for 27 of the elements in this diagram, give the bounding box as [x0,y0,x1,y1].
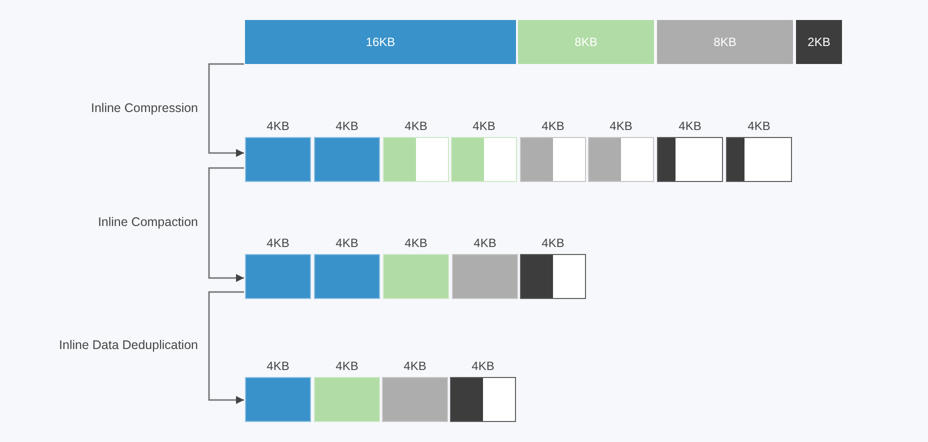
size-label: 4KB [610,119,632,133]
elbow-arrow [208,167,244,282]
size-label: 4KB [336,119,358,133]
size-label: 4KB [678,119,702,133]
size-label: 4KB [266,119,290,133]
size-label: 4KB [404,359,426,373]
edge-label: Inline Compaction [98,215,198,230]
size-label: 4KB [336,236,358,250]
size-label: 16KB [366,35,396,49]
size-label: 4KB [266,359,290,373]
size-label: 8KB [714,35,736,49]
elbow-arrow [208,291,244,404]
size-label: 2KB [808,35,830,49]
size-label: 4KB [542,236,564,250]
size-label: 4KB [472,359,494,373]
size-label: 4KB [266,236,290,250]
size-label: 4KB [472,119,496,133]
elbow-arrow [208,63,244,157]
size-label: 4KB [474,236,496,250]
size-label: 4KB [404,236,428,250]
size-label: 4KB [336,359,358,373]
size-label: 4KB [542,119,564,133]
edge-label: Inline Data Deduplication [59,338,198,353]
edge-label: Inline Compression [91,100,198,116]
size-label: 4KB [404,119,428,133]
size-label: 4KB [748,119,770,133]
size-label: 8KB [574,35,598,49]
